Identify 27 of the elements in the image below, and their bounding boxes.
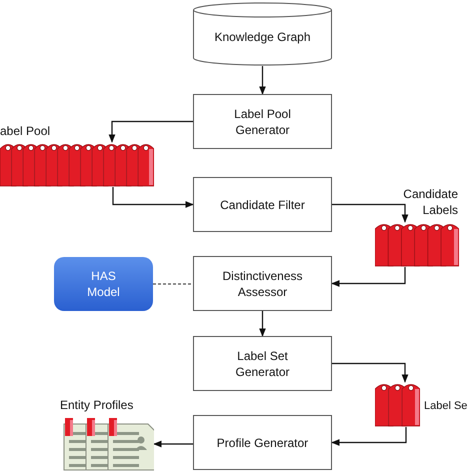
- arrow: [108, 120, 193, 143]
- arrow: [331, 267, 406, 287]
- arrow: [259, 66, 266, 95]
- process-box: [193, 177, 332, 232]
- arrow: [153, 440, 193, 448]
- node-label: Label Pool Generator: [233, 106, 292, 138]
- dashed-connector: [153, 283, 193, 285]
- process-box: [193, 256, 332, 311]
- tag-group-label: Label Se: [424, 399, 468, 414]
- arrow: [331, 427, 407, 446]
- node-label: HAS Model: [86, 268, 121, 300]
- process-box: [193, 415, 332, 470]
- node-label: Distinctiveness Assessor: [221, 268, 304, 300]
- arrow: [332, 362, 408, 383]
- tag-group-label: abel Pool: [0, 123, 50, 140]
- node-label: Label Set Generator: [234, 348, 291, 380]
- tag-group-label: Entity Profiles: [60, 397, 134, 414]
- node-label: Profile Generator: [216, 434, 308, 450]
- process-box: [193, 336, 332, 391]
- process-box: [193, 94, 332, 149]
- arrow: [259, 311, 266, 337]
- arrow: [332, 204, 408, 223]
- tag-group-label: Candidate Labels: [402, 186, 458, 218]
- arrow: [112, 187, 194, 208]
- model-box: [54, 257, 153, 311]
- node-label: Knowledge Graph: [214, 29, 311, 46]
- node-label: Candidate Filter: [220, 196, 305, 212]
